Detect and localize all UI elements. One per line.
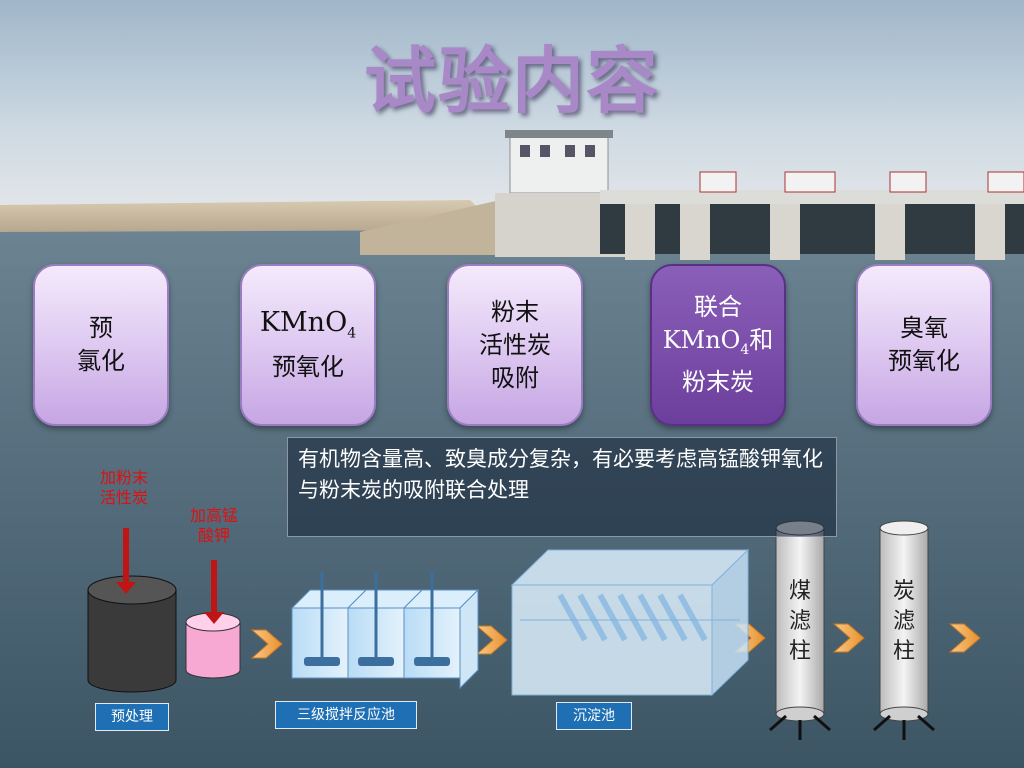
card-combined-kmno4-pac: 联合 KMnO4和 粉末炭: [650, 264, 786, 426]
card-line: 臭氧: [900, 314, 948, 342]
settling-tank-label: 沉淀池: [556, 702, 632, 730]
card-kmno4-preoxidation: KMnO4 预氧化: [240, 264, 376, 426]
mixing-tank-label: 三级搅拌反应池: [275, 701, 417, 729]
note-box: 有机物含量高、致臭成分复杂，有必要考虑高锰酸钾氧化与粉末炭的吸附联合处理: [287, 437, 837, 537]
card-line: 预: [89, 314, 113, 342]
card-line: 预氧化: [888, 347, 960, 375]
card-prechlorination: 预 氯化: [33, 264, 169, 426]
card-line: 预氧化: [272, 352, 344, 381]
card-line: 粉末: [491, 297, 539, 326]
card-pac-adsorption: 粉末 活性炭 吸附: [447, 264, 583, 426]
card-ozone-preoxidation: 臭氧 预氧化: [856, 264, 992, 426]
card-line: 吸附: [491, 363, 539, 392]
card-formula: KMnO4和: [662, 325, 774, 358]
page-title: 试验内容: [363, 39, 660, 123]
add-pac-annotation: 加粉末 活性炭: [99, 468, 148, 507]
card-line: 联合: [694, 292, 742, 321]
add-kmno4-annotation: 加高锰 酸钾: [189, 506, 238, 545]
card-line: 活性炭: [479, 330, 551, 359]
card-line: 粉末炭: [682, 368, 754, 397]
coal-filter-label: 煤滤柱: [788, 579, 811, 664]
carbon-filter-label: 炭滤柱: [892, 579, 915, 664]
card-formula: KMnO4: [259, 307, 357, 342]
card-line: 氯化: [77, 347, 125, 375]
pretreatment-label: 预处理: [95, 703, 169, 731]
